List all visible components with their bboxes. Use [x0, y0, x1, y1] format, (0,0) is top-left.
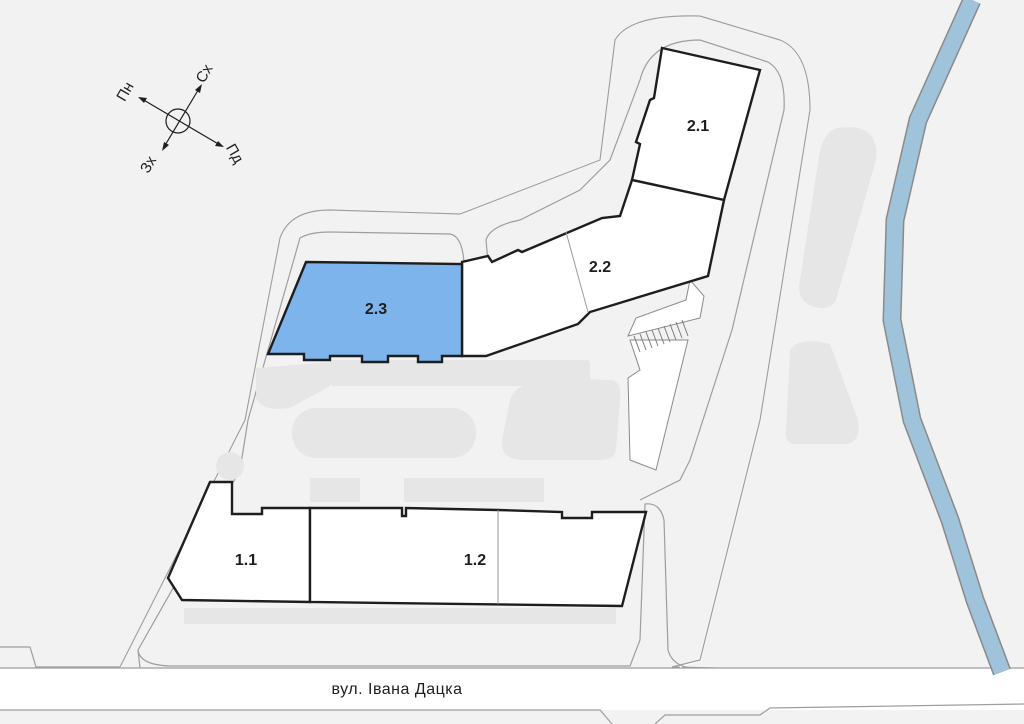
- building-1-2-shape[interactable]: [308, 506, 648, 608]
- parking-lot-east-1: [799, 127, 877, 308]
- street-edge-bottom: [0, 703, 1024, 724]
- buildings: 2.1 2.2 2.3 1.1 1.2: [166, 46, 762, 608]
- street: [0, 646, 1024, 724]
- ramp-structure: [627, 278, 705, 471]
- building-1-2[interactable]: 1.2: [308, 506, 648, 608]
- access-road: [119, 14, 811, 669]
- street-surface: [0, 668, 1024, 710]
- building-1-1-shape[interactable]: [166, 480, 312, 604]
- arrow-north-icon: [138, 97, 147, 103]
- building-2-2-shape[interactable]: [460, 178, 726, 358]
- river: [882, 0, 1011, 676]
- parking-lots-east: [785, 127, 877, 445]
- arrow-west-icon: [162, 142, 169, 151]
- parking-lot-east-2: [785, 341, 859, 445]
- access-road-inner-bottom: [137, 503, 691, 669]
- building-2-3-shape[interactable]: [266, 260, 464, 364]
- access-road-outer-edge: [119, 15, 811, 668]
- arrow-south-icon: [215, 141, 224, 147]
- compass-west: Зх: [137, 153, 160, 176]
- courtyard-parking: [184, 360, 621, 624]
- arrow-east-icon: [195, 84, 202, 93]
- street-name: вул. Івана Дацка: [331, 681, 462, 698]
- building-2-1-shape[interactable]: [630, 46, 762, 202]
